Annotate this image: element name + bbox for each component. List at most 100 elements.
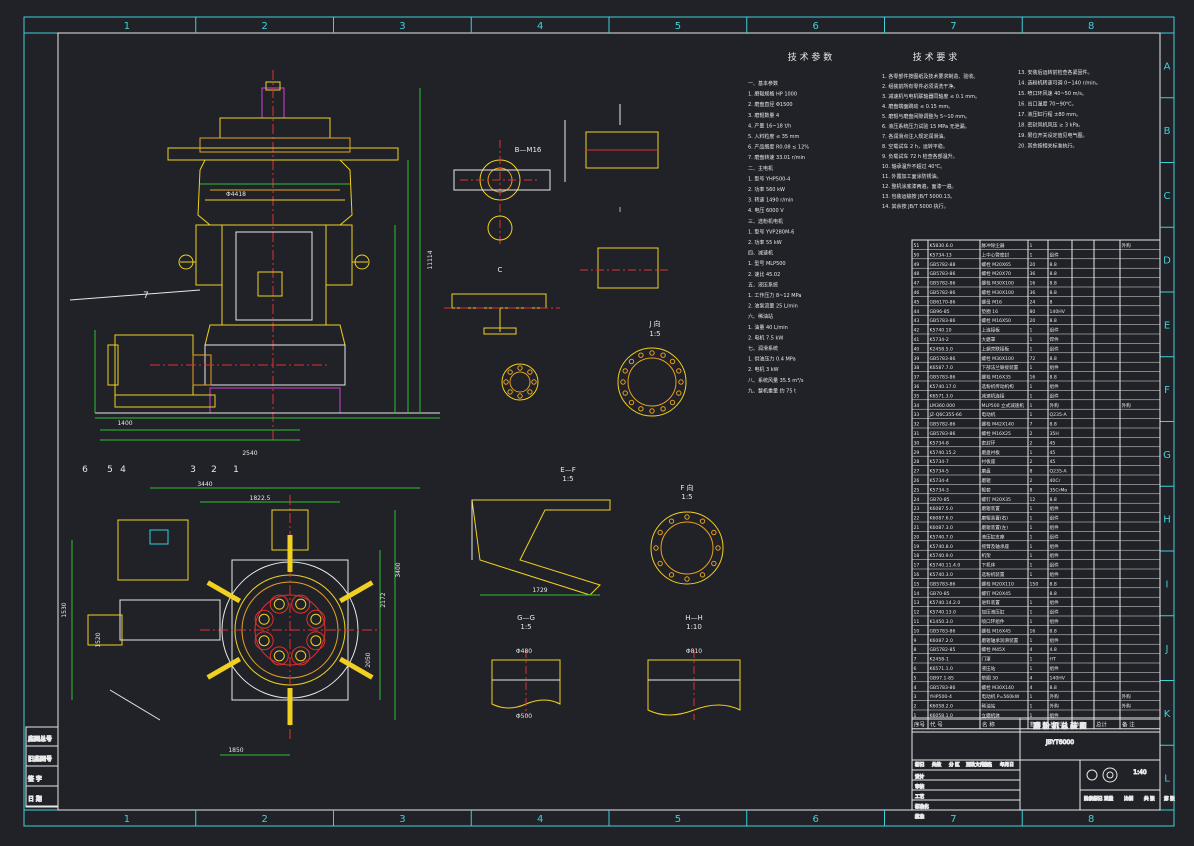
roller-hub — [273, 598, 285, 610]
bom-cell: 电动机 P=560kW — [982, 693, 1020, 700]
tech-req-line-right: 17. 液压缸行程 ±80 mm。 — [1018, 111, 1081, 118]
callout-number: 6 — [82, 465, 88, 475]
bom-cell: K5734-4 — [930, 478, 949, 484]
tech-param-line: 1. 型号 MLP500 — [748, 260, 786, 267]
tech-req-line: 9. 负载试车 72 h 检查各部温升。 — [882, 153, 958, 160]
tech-param-line: 6. 产品细度 R0.08 ≤ 12% — [748, 144, 809, 151]
bom-cell: 6 — [914, 666, 917, 672]
bom-cell: 外购 — [1122, 402, 1132, 409]
bom-cell: K5740.7.0 — [930, 534, 954, 540]
roller-hub — [295, 598, 307, 610]
bom-cell: 磨辊装置(右) — [982, 515, 1009, 522]
bom-cell: 组件 — [1050, 618, 1060, 625]
roller-hub — [310, 635, 322, 647]
bolt-hole — [507, 369, 513, 375]
title-block-label: 比例 — [1124, 795, 1134, 802]
bom-cell: 33 — [914, 412, 920, 418]
bom-cell: 1 — [1030, 346, 1033, 352]
bolt-hole — [676, 368, 682, 374]
drawing-scale: 1:40 — [1133, 769, 1147, 776]
bom-cell: 加压液压缸 — [982, 609, 1005, 616]
bom-cell: 35 — [914, 393, 920, 399]
bolt-hole — [660, 352, 666, 358]
bom-cell: GB5783-86 — [930, 356, 956, 362]
bom-cell: 49 — [914, 262, 920, 268]
bom-cell: K5740.15.2 — [930, 450, 956, 456]
bom-cell: 磨辊装置(左) — [982, 524, 1009, 531]
tech-req-line: 10. 轴承温升不超过 40℃。 — [882, 163, 945, 170]
stamp-label: 底图总号 — [28, 735, 52, 743]
bom-cell: K6087.6.0 — [930, 516, 954, 522]
tech-param-line: 1. 供油压力 0.4 MPa — [748, 356, 796, 363]
bom-cell: 组件 — [1050, 637, 1060, 644]
bom-cell: 组件 — [1050, 665, 1060, 672]
bom-cell: 12 — [1030, 497, 1036, 503]
bom-cell: K6571.1.0 — [930, 666, 954, 672]
bom-header: 序号 — [914, 720, 926, 728]
bom-cell: 9 — [914, 638, 917, 644]
view-label-j_scale: 1:5 — [649, 330, 660, 338]
bom-cell: 8.8 — [1050, 581, 1057, 587]
bom-cell: K5734-5 — [930, 469, 949, 475]
dimension-d1400: 1400 — [117, 420, 132, 427]
bom-cell: 大磨罩 — [982, 336, 996, 343]
bom-cell: K6571.3.0 — [930, 393, 954, 399]
bom-cell: 密封环 — [982, 439, 996, 446]
bom-cell: 螺母 M16 — [982, 298, 1003, 305]
tech-req-line: 8. 空载试车 2 h，运转平稳。 — [882, 143, 948, 150]
bom-cell: K1450.3.0 — [930, 619, 954, 625]
bom-cell: 外购 — [1050, 693, 1060, 700]
bom-cell: 上中心管密封 — [982, 251, 1010, 258]
grid-col-label-top: 3 — [399, 21, 405, 32]
bom-cell: 51 — [914, 243, 920, 249]
bom-cell: 2 — [1030, 459, 1033, 465]
bom-cell: 47 — [914, 281, 920, 287]
tech-req-line: 6. 液压系统压力试验 15 MPa 无泄漏。 — [882, 123, 970, 130]
bolt-hole — [527, 369, 533, 375]
tech-param-line: 八、系统风量 35.5 m³/s — [748, 377, 804, 384]
bom-cell: GB5782-86 — [930, 290, 956, 296]
stamp-label: 日 期 — [28, 795, 42, 803]
bom-cell: 30 — [914, 440, 920, 446]
bolt-hole — [660, 406, 666, 412]
roller-hub — [273, 650, 285, 662]
bolt-hole — [699, 518, 706, 524]
tech-req-line-right: 16. 出口温度 70~90℃。 — [1018, 101, 1077, 108]
bolt-hole — [517, 393, 523, 399]
bom-cell: K6087.2.0 — [930, 638, 954, 644]
hydraulic-arm — [206, 656, 242, 680]
title-block-label: 共 张 — [1144, 795, 1155, 802]
grid-col-label-bottom: 1 — [124, 814, 130, 825]
title-block-label: 处数 — [932, 761, 942, 768]
bolt-hole — [649, 408, 655, 414]
bom-header: 数量 — [1030, 720, 1042, 728]
bom-cell: 螺栓 M16X25 — [982, 430, 1012, 437]
tech-param-line: 4. 电压 6000 V — [748, 207, 784, 214]
tech-req-line: 13. 包装运输按 JB/T 5000.13。 — [882, 193, 955, 200]
bom-cell: 20 — [914, 534, 920, 540]
tech-req-line: 12. 整机涂底漆两遍，面漆一遍。 — [882, 183, 957, 190]
bom-cell: 1 — [1030, 666, 1033, 672]
bom-cell: 摇臂及轴承座 — [982, 543, 1010, 550]
bom-cell: 8.8 — [1050, 262, 1057, 268]
bom-cell: K5734-8 — [930, 440, 949, 446]
bom-cell: GB5783-86 — [930, 628, 956, 634]
bom-cell: 140HV — [1050, 675, 1066, 681]
bolt-hole — [517, 365, 523, 371]
bom-cell: GB6170-86 — [930, 299, 956, 305]
bom-cell: 1 — [1030, 525, 1033, 531]
bom-cell: 38 — [914, 365, 920, 371]
view-label-ef: E—F — [560, 466, 575, 474]
bolt-hole — [653, 545, 659, 551]
bom-cell: 10 — [914, 628, 920, 634]
bom-cell: 7 — [1030, 422, 1033, 428]
bom-cell: 1 — [1030, 384, 1033, 390]
bolt-hole — [503, 379, 509, 385]
bom-cell: K5740.9.0 — [930, 553, 954, 559]
bolt-hole — [620, 379, 626, 385]
bom-cell: K5734-7 — [930, 459, 949, 465]
roller-outline — [269, 594, 289, 614]
bom-cell: 20 — [1030, 318, 1036, 324]
bom-cell: 1 — [1030, 450, 1033, 456]
bom-cell: 8.8 — [1050, 591, 1057, 597]
